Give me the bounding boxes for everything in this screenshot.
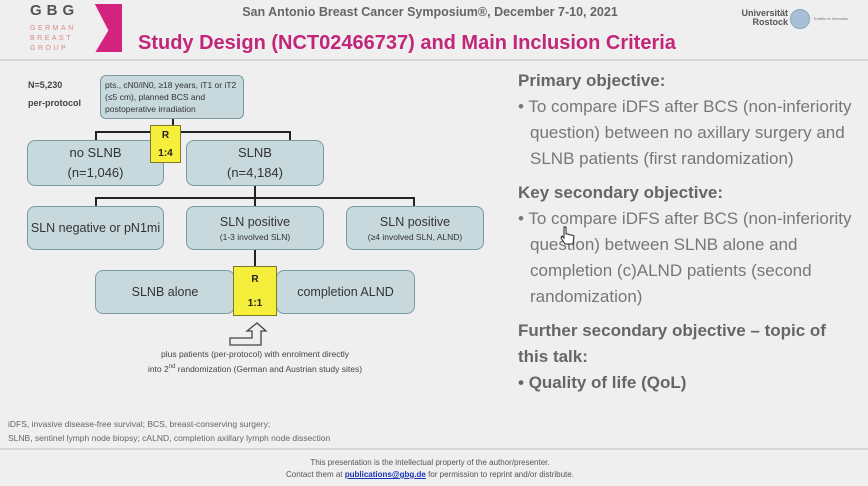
primary-objective-heading: Primary objective: [518, 71, 666, 90]
box-count: (n=1,046) [67, 165, 124, 180]
connector [254, 250, 256, 267]
bullet-text: Quality of life (QoL) [528, 373, 687, 392]
bullet-text: To compare iDFS after BCS (non-inferiori… [528, 97, 852, 168]
sln-positive-1-3-box: SLN positive (1-3 involved SLN) [186, 206, 324, 250]
note-line: into 2nd randomization (German and Austr… [100, 361, 410, 376]
box-title: SLN positive [219, 214, 291, 229]
logo-sub-line: BREAST [30, 35, 74, 42]
connector [254, 186, 256, 198]
copyright-notice: This presentation is the intellectual pr… [200, 457, 660, 481]
copyright-text: Contact them at [286, 470, 345, 479]
connector [172, 119, 174, 127]
note-text: randomization (German and Austrian study… [175, 363, 363, 374]
copyright-line: This presentation is the intellectual pr… [310, 458, 550, 467]
randomization-2-box: R 1:1 [233, 266, 277, 316]
per-protocol-label: per-protocol [28, 98, 81, 108]
conference-name: San Antonio Breast Cancer Symposium®, De… [242, 5, 618, 19]
box-title: no SLNB [69, 145, 122, 160]
gbg-logo-text: GBG [30, 2, 80, 19]
randomization-1-box: R 1:4 [150, 125, 181, 163]
footnote-line: iDFS, invasive disease-free survival; BC… [8, 419, 271, 429]
connector [95, 197, 97, 207]
r-ratio: 1:1 [247, 297, 263, 309]
secondary-objective-heading: Key secondary objective: [518, 183, 724, 202]
header-divider [0, 59, 868, 61]
bullet-text: To compare iDFS after BCS (non-inferiori… [528, 209, 852, 306]
completion-alnd-box: completion ALND [276, 270, 415, 314]
gbg-logo-subtitle: GERMAN BREAST GROUP [30, 24, 76, 54]
mouse-cursor-icon [560, 226, 575, 245]
publications-email-link[interactable]: publications@gbg.de [344, 470, 426, 479]
box-count: (n=4,184) [226, 165, 283, 180]
university-motto: Traditio et Innovatio [813, 16, 848, 21]
university-logo-text: Universität Rostock [741, 8, 788, 27]
connector [289, 131, 291, 141]
connector [254, 197, 256, 207]
enrolment-arrow-icon [229, 322, 268, 346]
logo-sub-line: GROUP [30, 45, 69, 52]
further-objective-bullet: • Quality of life (QoL) [518, 373, 687, 392]
sln-positive-4plus-box: SLN positive (≥4 involved SLN, ALND) [346, 206, 484, 250]
secondary-objective-bullet: • To compare iDFS after BCS (non-inferio… [518, 209, 852, 306]
box-title: SLN positive [379, 214, 451, 229]
no-slnb-box: no SLNB (n=1,046) [27, 140, 164, 186]
footnotes: iDFS, invasive disease-free survival; BC… [8, 417, 330, 445]
copyright-line: Contact them at publications@gbg.de for … [200, 469, 660, 481]
n-count: N=5,230 [28, 80, 63, 90]
logo-sub-line: GERMAN [30, 25, 76, 32]
connector [95, 131, 291, 133]
gbg-logo-mark [88, 4, 122, 52]
footer-divider [0, 448, 868, 450]
note-line: plus patients (per-protocol) with enrolm… [160, 349, 350, 359]
primary-objective-bullet: • To compare iDFS after BCS (non-inferio… [518, 97, 852, 168]
further-objective-heading: Further secondary objective – topic of t… [518, 321, 826, 366]
inclusion-criteria-box: pts., cN0/iN0, ≥18 years, iT1 or iT2 (≤5… [100, 75, 244, 119]
box-title: SLNB [238, 145, 272, 160]
copyright-text: for permission to reprint and/or distrib… [425, 470, 574, 479]
note-sup: nd [168, 364, 176, 370]
slide-title: Study Design (NCT02466737) and Main Incl… [138, 32, 676, 54]
sln-negative-box: SLN negative or pN1mi [27, 206, 164, 250]
footnote-line: SLNB, sentinel lymph node biopsy; cALND,… [8, 433, 331, 443]
r-label: R [161, 129, 170, 141]
box-sub: (≥4 involved SLN, ALND) [367, 231, 463, 242]
direct-enrolment-note: plus patients (per-protocol) with enrolm… [100, 348, 410, 376]
r-ratio: 1:4 [158, 147, 173, 159]
r-label: R [251, 273, 259, 285]
note-text: into 2 [147, 363, 169, 374]
slnb-alone-box: SLNB alone [95, 270, 235, 314]
connector [413, 197, 415, 207]
slnb-box: SLNB (n=4,184) [186, 140, 324, 186]
objectives-panel: Primary objective: • To compare iDFS aft… [518, 68, 863, 396]
connector [95, 131, 97, 141]
box-sub: (1-3 involved SLN) [219, 231, 291, 242]
university-seal-icon [790, 9, 810, 29]
